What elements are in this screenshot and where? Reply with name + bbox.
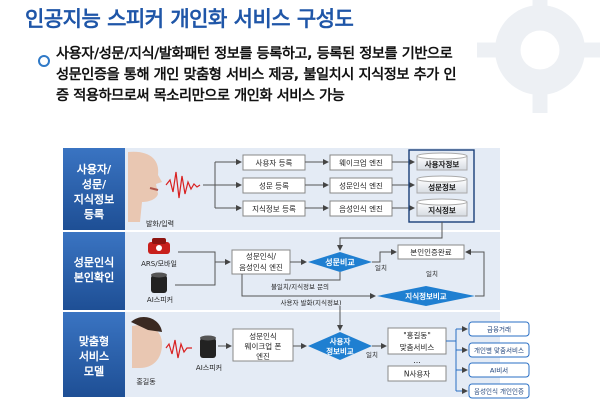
- step-label: 지식정보 등록: [252, 204, 296, 214]
- section-header-registration: [63, 148, 125, 230]
- intro-text: 사용자/성문/지식/발화패턴 정보를 등록하고, 등록된 정보를 기반으로 성문…: [56, 44, 596, 107]
- page-title: 인공지능 스피커 개인화 서비스 구성도: [25, 7, 354, 31]
- section-label: 지식정보: [74, 192, 114, 206]
- speaker-caption: AI스피커: [196, 363, 222, 372]
- section-label: 사용자/: [77, 162, 112, 176]
- compare-label: 정보비교: [326, 346, 354, 356]
- section-label: 등록: [84, 208, 104, 221]
- ellipsis-label: ...: [413, 356, 421, 365]
- section-header-verification: [63, 232, 125, 310]
- output-label: AI비서: [490, 366, 508, 375]
- database-icon: [416, 152, 468, 217]
- custom-service-box: [387, 327, 447, 355]
- engine-label: 성문인식/: [246, 251, 277, 261]
- output-box: [468, 342, 530, 358]
- section-label: 성문/: [82, 177, 107, 191]
- speaker-caption: 발화/입력: [146, 219, 174, 228]
- engine-label: 성문인식 엔진: [339, 181, 383, 191]
- output-label: 개인별 맞춤서비스: [474, 346, 524, 355]
- ai-speaker-icon: [200, 335, 216, 358]
- engine-box: [231, 249, 291, 275]
- section-label: 서비스: [79, 349, 109, 363]
- mismatch-label: 불일치/지식정보 문의: [271, 282, 329, 291]
- step-label: 성문 등록: [259, 182, 289, 191]
- section-label: 본인확인: [74, 270, 114, 284]
- n-user-label: N사용자: [404, 370, 430, 379]
- knowledge-compare-label: 지식정보비교: [405, 291, 446, 301]
- phone-caption: ARS/모바일: [141, 259, 177, 268]
- engine-box: [232, 328, 294, 362]
- custom-service-label: "홍길동": [403, 330, 431, 340]
- output-box: [468, 383, 530, 399]
- match-label: 일치: [375, 263, 387, 272]
- speech-label: 사용자 발화(지식정보): [281, 298, 342, 307]
- intro-line: 증 적용하므로써 목소리만으로 개인화 서비스 가능: [56, 88, 345, 104]
- knowledge-compare: [377, 286, 475, 306]
- gear-watermark-icon: [477, 0, 600, 113]
- engine-label: 웨이크업 엔진: [339, 158, 383, 168]
- engine-label: 엔진: [256, 351, 270, 361]
- voice-wave-icon: [165, 171, 201, 199]
- engine-label: 웨이크업 폰: [245, 341, 282, 351]
- db-label: 사용자정보: [425, 159, 460, 169]
- match-label: 일치: [426, 269, 438, 278]
- engine-label: 음성인식 엔진: [339, 204, 383, 214]
- engine-label: 음성인식 엔진: [239, 262, 283, 272]
- db-label: 성문정보: [428, 182, 456, 192]
- db-label: 지식정보: [428, 205, 456, 215]
- speaking-face-icon: [128, 151, 162, 222]
- auth-complete-label: 본인인증완료: [410, 247, 451, 257]
- user-info-compare: [308, 332, 372, 360]
- speaker-caption: AI스피커: [147, 295, 173, 304]
- ai-speaker-icon: [151, 272, 167, 293]
- intro-line: 성문인증을 통해 개인 맞춤형 서비스 제공, 불일치시 지식정보 추가 인: [56, 67, 457, 83]
- compare-label: 사용자: [330, 336, 351, 346]
- section-label: 성문인식: [74, 255, 114, 269]
- person-caption: 홍길동: [136, 377, 156, 386]
- voice-wave-icon: [165, 339, 192, 359]
- person-face-icon: [131, 317, 162, 368]
- auth-complete-box: [397, 244, 465, 260]
- section-label: 모델: [84, 365, 104, 378]
- voiceprint-compare: [308, 252, 372, 272]
- bullet-icon: [38, 55, 50, 67]
- match-label: 일치: [366, 350, 378, 359]
- section-label: 맞춤형: [79, 334, 109, 348]
- output-box: [468, 321, 530, 337]
- section-header-service: [63, 312, 125, 397]
- output-label: 금융거래: [487, 325, 511, 334]
- output-label: 음성인식 개인인증: [474, 387, 524, 396]
- step-label: 사용자 등록: [256, 159, 293, 168]
- compare-label: 성문비교: [325, 257, 355, 267]
- phone-icon: [148, 238, 170, 254]
- engine-label: 성문인식: [249, 331, 277, 341]
- output-box: [468, 362, 530, 378]
- custom-service-label: 맞춤서비스: [400, 342, 435, 352]
- intro-line: 사용자/성문/지식/발화패턴 정보를 등록하고, 등록된 정보를 기반으로: [56, 46, 453, 62]
- n-user-box: [387, 365, 447, 382]
